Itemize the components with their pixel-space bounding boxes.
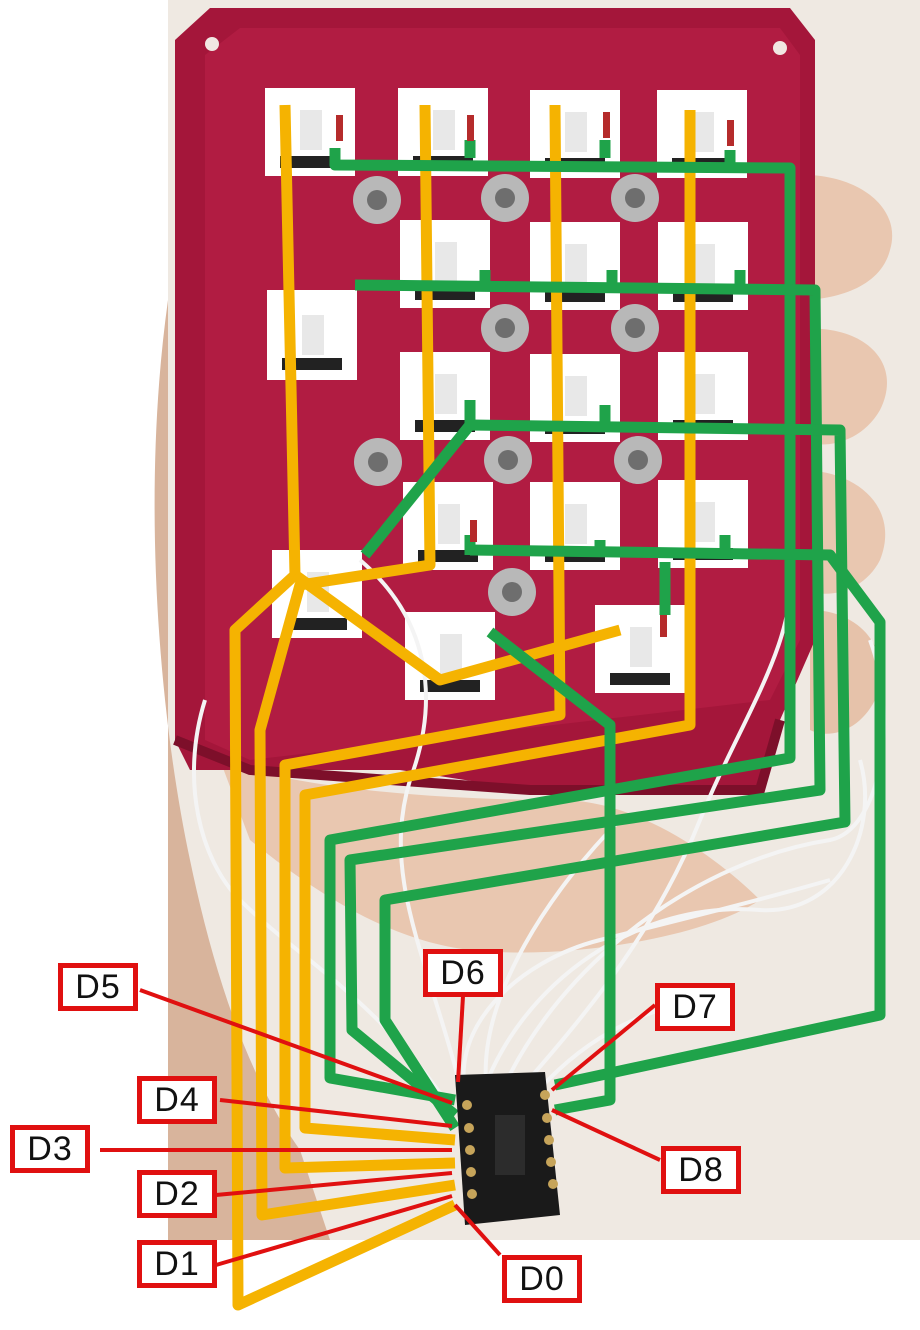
- callout-line-d8: [551, 1108, 661, 1162]
- diode-icon: [470, 520, 477, 542]
- nut-icon: [481, 304, 529, 352]
- keyboard-switch-icon: [267, 290, 357, 380]
- callout-line-d6: [456, 995, 465, 1083]
- nut-icon: [353, 176, 401, 224]
- pin-label-d4: D4: [137, 1076, 217, 1124]
- callout-line-d5: [139, 988, 453, 1105]
- row-wire-d2: [254, 104, 456, 1221]
- diode-icon: [660, 615, 667, 637]
- keyboard-switch-icon: [658, 222, 748, 310]
- pin-label-d0: D0: [502, 1255, 582, 1303]
- nut-icon: [611, 174, 659, 222]
- nut-grid: [353, 174, 662, 616]
- diode-icons: [336, 112, 734, 637]
- diode-icon: [727, 120, 734, 146]
- column-wire-d8: [486, 562, 671, 1116]
- nut-icon: [484, 436, 532, 484]
- keyboard-switch-icon: [400, 220, 490, 308]
- nut-icon: [614, 436, 662, 484]
- row-wires: [229, 104, 696, 1311]
- column-wires: [324, 140, 886, 1131]
- column-wire-d5: [324, 148, 796, 1106]
- keyboard-switch-icon: [405, 612, 495, 700]
- pin-label-d5: D5: [58, 963, 138, 1011]
- diode-icon: [467, 115, 474, 141]
- row-wire-d1: [229, 104, 458, 1311]
- column-wire-d7: [469, 544, 886, 1091]
- diode-icon: [336, 115, 343, 141]
- mount-hole: [773, 41, 787, 55]
- callout-line-d4: [219, 1098, 453, 1128]
- callout-line-d0: [453, 1203, 502, 1257]
- pin-label-d7: D7: [655, 983, 735, 1031]
- diode-icon: [603, 112, 610, 138]
- row-wire-d1-branch: [291, 570, 622, 686]
- pin-label-d8: D8: [661, 1146, 741, 1194]
- nut-icon: [354, 438, 402, 486]
- keyboard-switch-icon: [595, 605, 685, 693]
- pin-label-d3: D3: [10, 1125, 90, 1173]
- nut-icon: [611, 304, 659, 352]
- nut-icon: [481, 174, 529, 222]
- pin-label-d2: D2: [137, 1170, 217, 1218]
- row-wire-d3: [279, 104, 566, 1174]
- keyboard-switch-icon: [530, 222, 620, 310]
- callout-lines: [100, 988, 661, 1267]
- callout-line-d2: [215, 1171, 453, 1197]
- row-wire-d4: [299, 110, 696, 1146]
- mount-hole: [205, 37, 219, 51]
- pin-label-d6: D6: [423, 949, 503, 997]
- nut-icon: [488, 568, 536, 616]
- callout-line-d7: [550, 1003, 657, 1092]
- pin-label-d1: D1: [137, 1240, 217, 1288]
- microcontroller-icon: [455, 1072, 560, 1225]
- callout-line-d1: [215, 1194, 453, 1267]
